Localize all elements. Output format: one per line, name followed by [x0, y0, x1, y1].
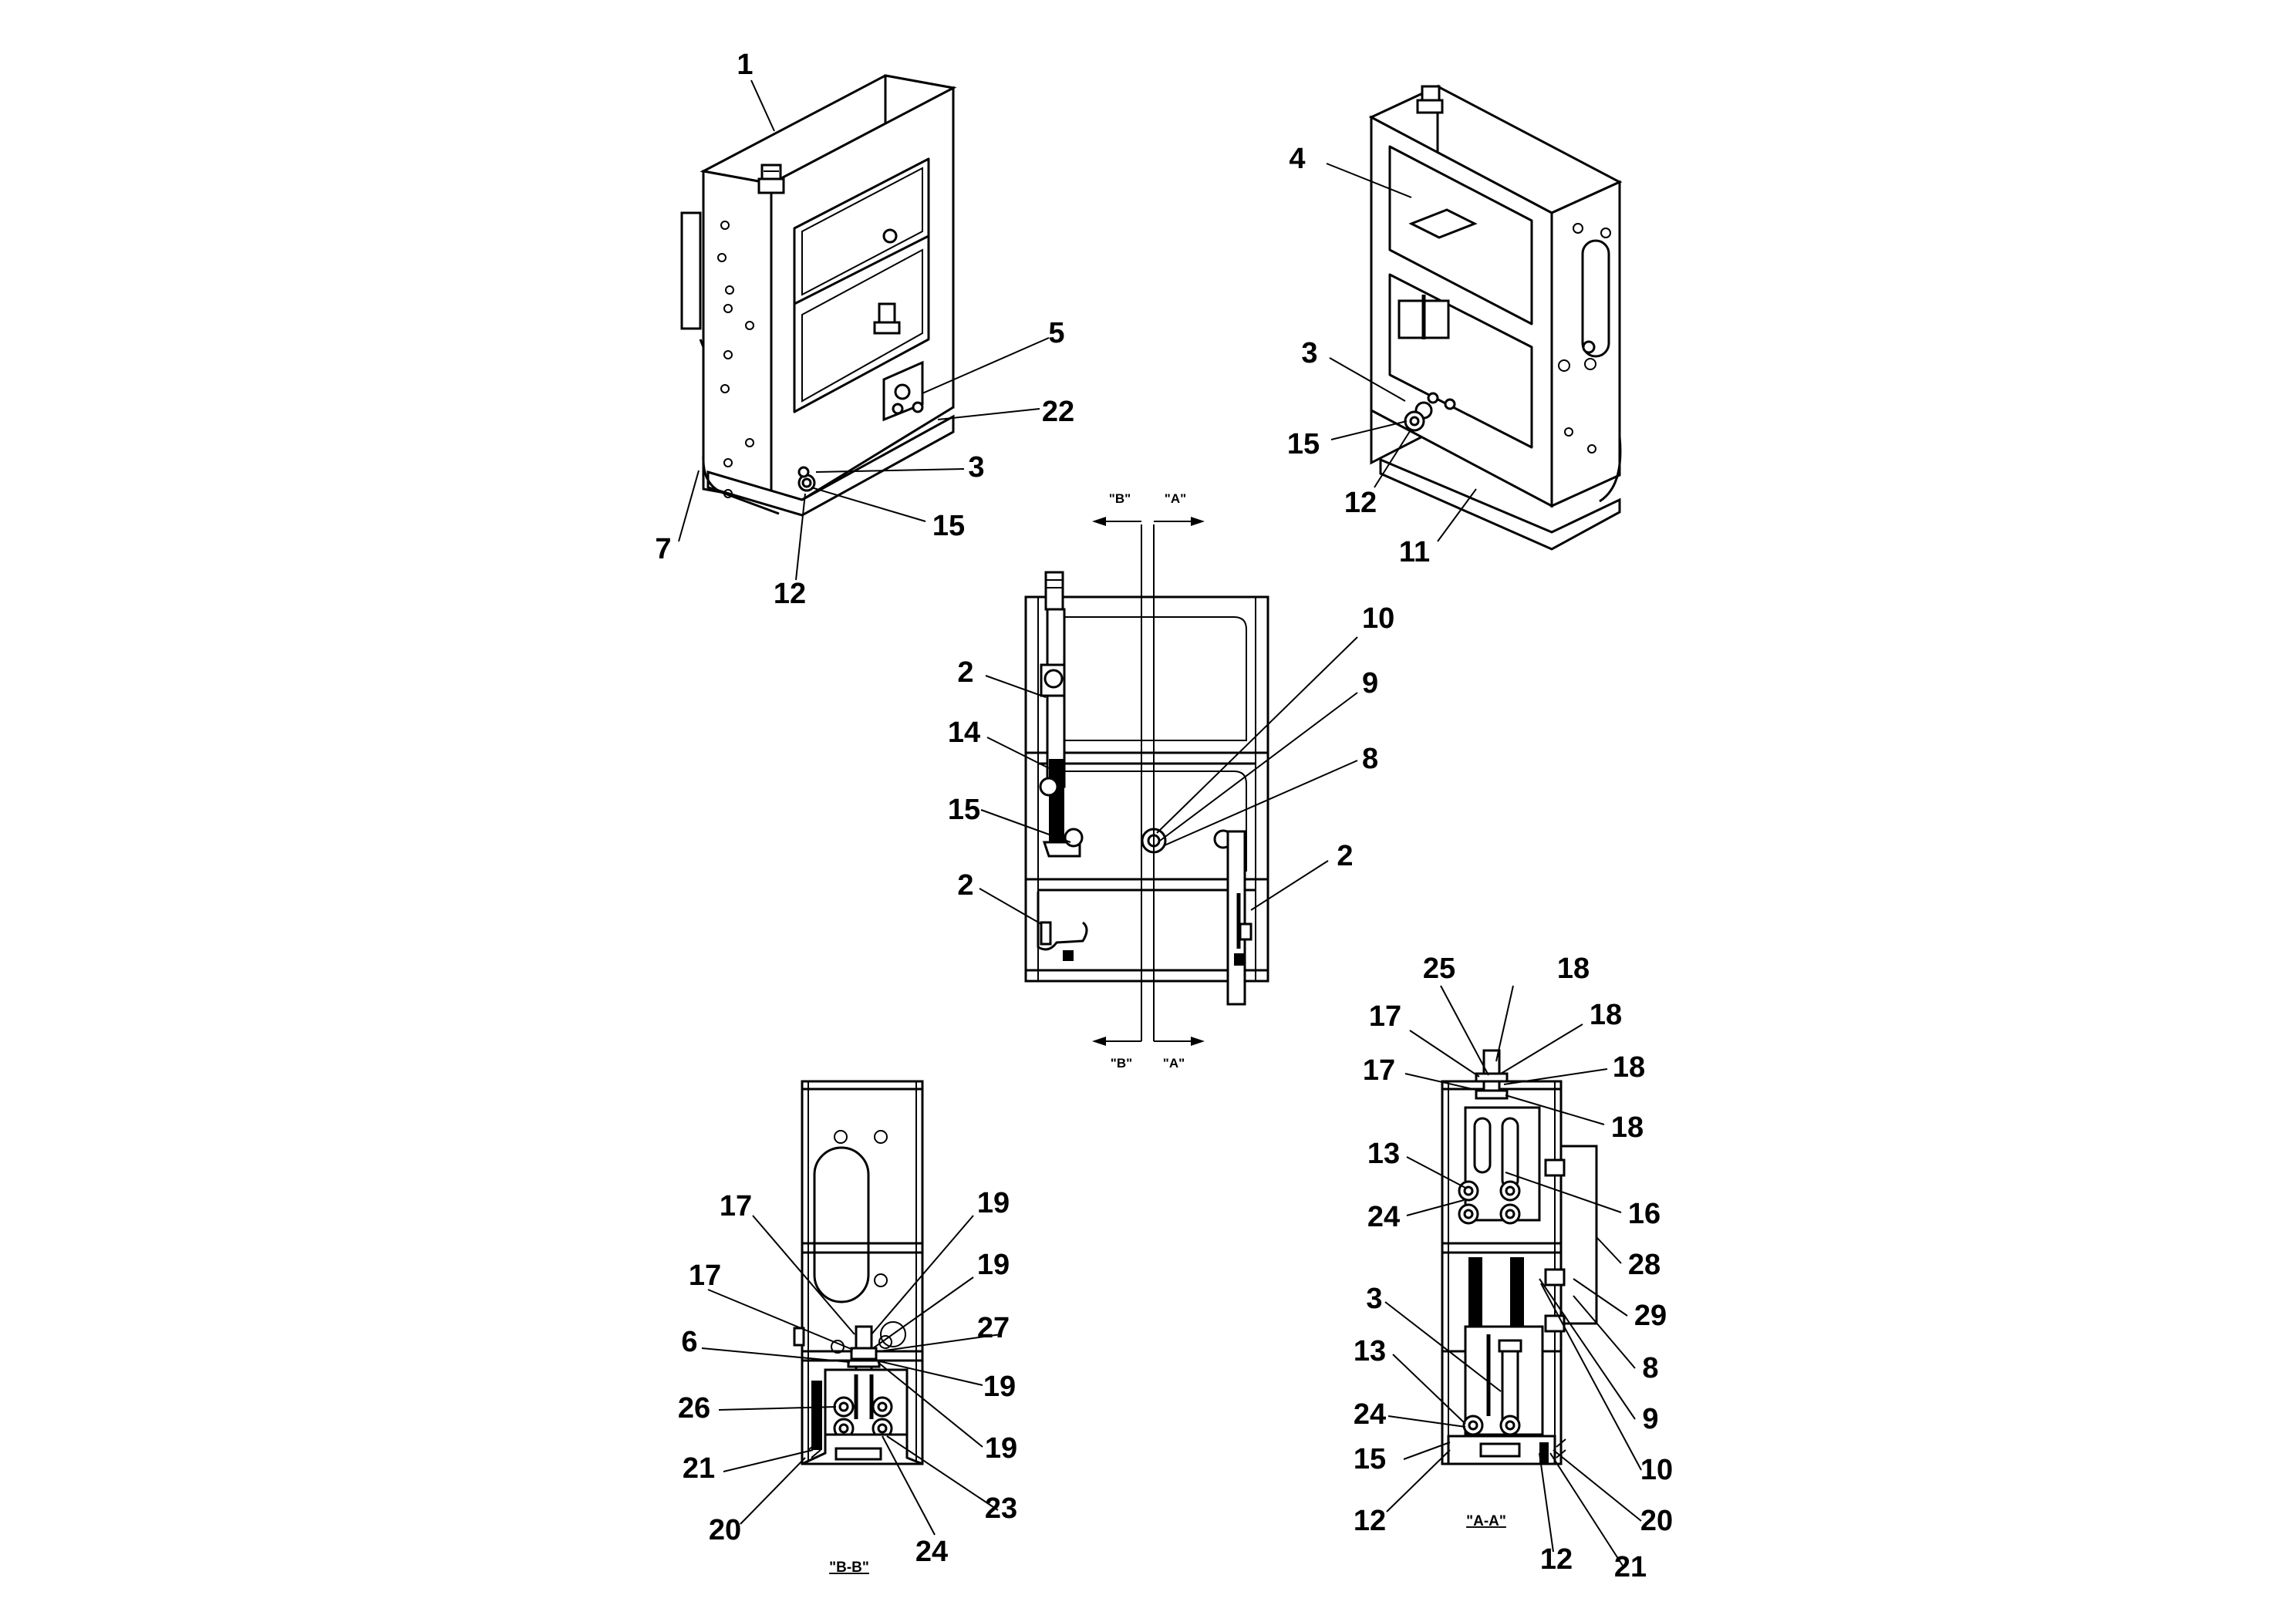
callouts-view-1: 1 5 22 3 15 12 7 — [655, 49, 1074, 610]
callout-19: 19 — [985, 1432, 1017, 1465]
view-title-a-a: "A-A" — [1466, 1513, 1506, 1529]
view-front-elevation: "B" "A" "B" "A" — [1024, 491, 1269, 1071]
callout-13: 13 — [1354, 1335, 1386, 1367]
callout-2: 2 — [957, 656, 973, 689]
view-section-a-a: "A-A" — [1441, 1049, 1598, 1529]
callout-21: 21 — [683, 1452, 715, 1485]
callout-6: 6 — [681, 1326, 697, 1358]
callout-2: 2 — [957, 869, 973, 902]
section-mark-b-bottom: "B" — [1111, 1056, 1132, 1071]
callout-21: 21 — [1614, 1551, 1647, 1583]
callout-15: 15 — [948, 794, 980, 826]
callout-10: 10 — [1640, 1454, 1673, 1486]
callout-12: 12 — [1344, 487, 1377, 519]
callouts-view-a-a: 25 18 18 17 18 17 18 13 16 24 28 3 29 8 … — [1354, 953, 1673, 1583]
callout-27: 27 — [977, 1312, 1010, 1344]
callout-20: 20 — [709, 1514, 741, 1546]
section-mark-a-top: "A" — [1165, 491, 1186, 506]
callout-8: 8 — [1362, 743, 1378, 775]
callout-10: 10 — [1362, 602, 1394, 635]
leader-lines — [678, 79, 1642, 1566]
callout-2: 2 — [1337, 840, 1353, 872]
callout-1: 1 — [737, 49, 753, 81]
callout-18: 18 — [1613, 1051, 1645, 1084]
callout-12: 12 — [1540, 1543, 1573, 1576]
callout-23: 23 — [985, 1492, 1017, 1525]
section-mark-b-top: "B" — [1109, 491, 1131, 506]
callout-16: 16 — [1628, 1198, 1660, 1230]
callout-5: 5 — [1048, 317, 1064, 349]
callout-29: 29 — [1634, 1300, 1667, 1332]
callout-9: 9 — [1362, 667, 1378, 700]
view-isometric-left — [680, 74, 957, 517]
callout-19: 19 — [983, 1371, 1016, 1403]
callout-12: 12 — [1354, 1505, 1386, 1537]
callouts-view-b-b: 17 19 19 17 27 6 19 26 19 21 23 20 24 — [678, 1187, 1017, 1568]
callout-3: 3 — [1301, 337, 1317, 369]
callout-17: 17 — [720, 1190, 752, 1222]
callout-12: 12 — [774, 578, 806, 610]
callout-24: 24 — [915, 1536, 948, 1568]
callout-7: 7 — [655, 533, 671, 565]
callout-24: 24 — [1354, 1398, 1386, 1431]
callout-25: 25 — [1423, 953, 1455, 985]
callout-13: 13 — [1367, 1138, 1400, 1170]
callout-17: 17 — [689, 1259, 721, 1292]
callouts-view-3: 10 9 8 2 14 15 2 2 — [948, 602, 1394, 902]
callout-9: 9 — [1642, 1403, 1658, 1435]
callout-18: 18 — [1590, 999, 1622, 1031]
view-isometric-right — [1368, 84, 1623, 551]
callout-15: 15 — [1287, 428, 1320, 460]
callouts-view-2: 4 3 15 12 11 — [1287, 143, 1430, 568]
callout-18: 18 — [1611, 1111, 1644, 1144]
callout-15: 15 — [932, 510, 965, 542]
callout-24: 24 — [1367, 1201, 1400, 1233]
callout-18: 18 — [1557, 953, 1590, 985]
callout-26: 26 — [678, 1392, 710, 1425]
section-mark-a-bottom: "A" — [1163, 1056, 1185, 1071]
view-section-b-b: "B-B" — [793, 1080, 924, 1576]
view-title-b-b: "B-B" — [829, 1560, 869, 1576]
callout-28: 28 — [1628, 1249, 1660, 1281]
callout-19: 19 — [977, 1249, 1010, 1281]
callout-3: 3 — [968, 451, 984, 484]
callout-17: 17 — [1363, 1054, 1395, 1087]
callout-11: 11 — [1399, 536, 1430, 568]
callout-22: 22 — [1042, 396, 1074, 428]
callout-20: 20 — [1640, 1505, 1673, 1537]
callout-17: 17 — [1369, 1000, 1401, 1033]
callout-15: 15 — [1354, 1443, 1386, 1475]
callout-4: 4 — [1289, 143, 1305, 175]
callout-8: 8 — [1642, 1352, 1658, 1384]
callout-14: 14 — [948, 717, 980, 749]
callout-3: 3 — [1366, 1283, 1382, 1315]
callout-19: 19 — [977, 1187, 1010, 1219]
